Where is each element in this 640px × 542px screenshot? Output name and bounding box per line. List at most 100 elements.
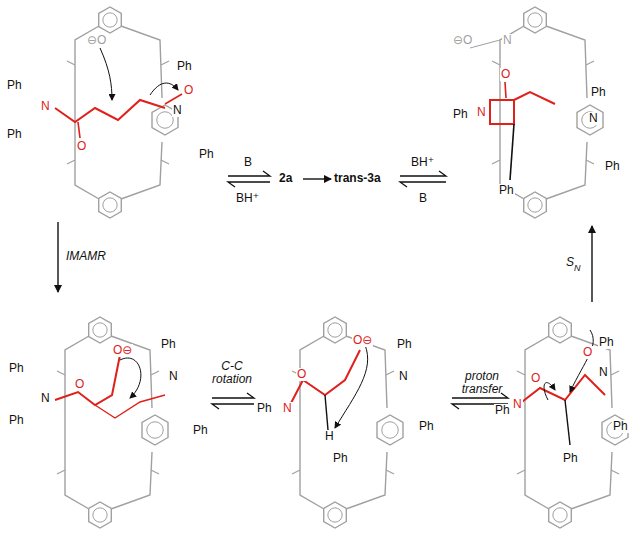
bond-line	[64, 395, 65, 450]
carbonyl-bond	[67, 61, 169, 164]
aromatic-circle	[553, 323, 567, 337]
ch-bond	[325, 395, 328, 430]
carbonyl-bond	[78, 122, 80, 138]
bond-line	[300, 450, 324, 509]
aromatic-circle	[328, 323, 342, 337]
reaction-label: N	[574, 262, 581, 275]
atom-label: Ph	[598, 336, 615, 349]
atom-label: Ph	[160, 338, 177, 351]
carbonyl-bond	[57, 371, 159, 474]
atom-label: N	[476, 106, 487, 119]
atom-label: Ph	[590, 86, 607, 99]
reaction-arrow	[591, 226, 592, 302]
atom-label: O	[296, 368, 307, 381]
isophthalamide-ring	[524, 7, 547, 33]
thread-axle	[514, 92, 555, 104]
atom-label: O	[76, 140, 87, 153]
curved-arrow	[120, 358, 141, 398]
bond-line	[299, 395, 300, 450]
reaction-label: trans-3a	[334, 172, 381, 185]
atom-label: Ph	[396, 338, 413, 351]
equilibrium-arrow	[228, 182, 270, 187]
atom-label: N	[282, 402, 293, 415]
atom-label: O	[500, 68, 511, 81]
reaction-label: proton transfer	[454, 370, 510, 396]
reaction-label: C-C rotation	[210, 360, 254, 386]
aromatic-circle	[328, 508, 342, 522]
atom-label: O	[582, 346, 593, 359]
aromatic-circle	[103, 198, 117, 212]
thread-axle	[95, 395, 165, 418]
isophthalamide-ring	[99, 192, 122, 218]
aromatic-circle	[157, 112, 174, 129]
atom-label: N	[512, 398, 523, 411]
xylylene-ring	[602, 415, 628, 445]
aromatic-circle	[528, 13, 542, 27]
atom-label: Ph	[562, 452, 579, 465]
xylylene-ring	[377, 415, 403, 445]
isophthalamide-ring	[99, 7, 122, 33]
bond-line	[111, 452, 152, 509]
carbonyl-bond	[517, 371, 619, 474]
bond-line	[65, 450, 89, 509]
curved-arrow	[570, 330, 593, 392]
isophthalamide-ring	[324, 317, 347, 343]
carbonyl-bond	[505, 82, 506, 98]
atom-label: N	[172, 104, 183, 117]
atom-label: Ph	[6, 128, 23, 141]
xylylene-ring	[142, 415, 168, 445]
bond-line	[525, 450, 549, 509]
bond-line	[346, 452, 387, 509]
aromatic-circle	[553, 508, 567, 522]
bond-line	[524, 395, 525, 450]
atom-label: O	[74, 378, 85, 391]
curved-arrow	[100, 48, 112, 100]
aromatic-circle	[93, 323, 107, 337]
atom-label: N	[40, 392, 51, 405]
aromatic-circle	[382, 422, 399, 439]
curved-arrow	[544, 383, 555, 400]
beta-lactam-ring	[490, 100, 514, 124]
atom-label: Ph	[452, 108, 469, 121]
bond-line	[546, 142, 587, 199]
atom-label: Ph	[198, 148, 215, 161]
atom-label: N	[40, 100, 51, 113]
aromatic-circle	[582, 112, 599, 129]
equilibrium-arrow	[400, 171, 446, 176]
reaction-label: BH⁺	[236, 192, 259, 205]
bond-line	[499, 85, 500, 140]
reaction-label: IMAMR	[66, 250, 106, 263]
reaction-arrow	[57, 222, 58, 292]
reaction-label: BH⁺	[411, 156, 434, 169]
isophthalamide-ring	[524, 192, 547, 218]
isophthalamide-ring	[324, 502, 347, 528]
atom-label: O⊖	[112, 344, 133, 357]
atom-label: N	[598, 366, 609, 379]
carbonyl-bond	[492, 61, 594, 164]
isophthalamide-ring	[549, 317, 572, 343]
bond-line	[75, 140, 99, 199]
phenyl-bond	[565, 400, 570, 445]
carbonyl-bond	[165, 94, 182, 104]
thread-axle	[55, 355, 120, 405]
reaction-label: B	[419, 192, 427, 205]
curved-arrow	[150, 83, 178, 95]
phenyl-bond	[510, 124, 514, 180]
equilibrium-arrow	[212, 393, 254, 398]
reaction-label: B	[244, 156, 252, 169]
aromatic-circle	[103, 13, 117, 27]
curved-arrow	[335, 345, 368, 428]
reaction-label: S	[566, 256, 574, 269]
bond-line	[65, 336, 89, 395]
atom-label: Ph	[6, 79, 23, 92]
bond-line	[74, 85, 75, 140]
atom-label: O⊖	[352, 334, 373, 347]
atom-label: Ph	[332, 452, 349, 465]
aromatic-circle	[93, 508, 107, 522]
nitro-bond	[470, 40, 500, 48]
aromatic-circle	[147, 422, 164, 439]
atom-label: Ph	[418, 420, 435, 433]
atom-label: Ph	[498, 184, 515, 197]
atom-label: N	[168, 370, 179, 383]
